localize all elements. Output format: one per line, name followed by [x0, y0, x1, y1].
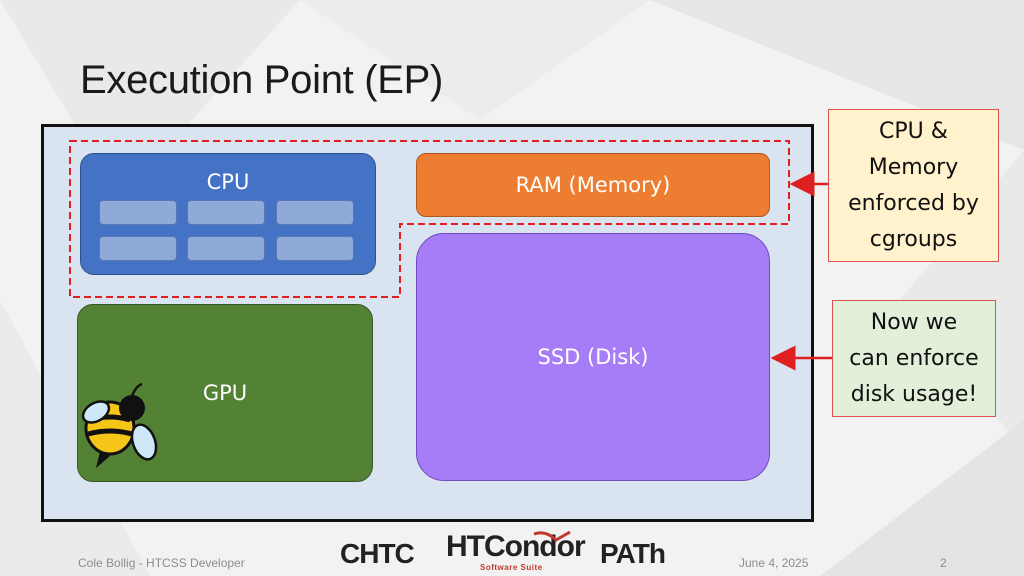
footer-presenter: Cole Bollig - HTCSS Developer — [78, 556, 245, 570]
cgroups-note: CPU & Memory enforced by cgroups — [828, 109, 999, 262]
cpu-block: CPU — [80, 153, 376, 275]
ram-block: RAM (Memory) — [416, 153, 770, 217]
ssd-block: SSD (Disk) — [416, 233, 770, 481]
cpu-core — [276, 236, 354, 261]
cpu-core — [276, 200, 354, 225]
path-logo: PATh — [600, 538, 666, 569]
chtc-logo: CHTC — [340, 538, 415, 569]
htcondor-logo-subtitle: Software Suite — [480, 563, 543, 572]
cpu-core — [99, 236, 177, 261]
cpu-core — [99, 200, 177, 225]
disk-enforce-note: Now we can enforce disk usage! — [832, 300, 996, 417]
htcondor-logo-mark — [533, 530, 571, 542]
footer-date: June 4, 2025 — [739, 556, 809, 570]
htcondor-logo: HTCondor Software Suite — [446, 530, 586, 572]
slide-title: Execution Point (EP) — [80, 58, 444, 102]
cpu-core — [187, 236, 265, 261]
cpu-label: CPU — [206, 170, 250, 194]
ram-label: RAM (Memory) — [515, 173, 671, 197]
ssd-label: SSD (Disk) — [537, 345, 649, 369]
gpu-label: GPU — [202, 381, 248, 405]
gpu-block: GPU — [77, 304, 373, 482]
page-number: 2 — [940, 556, 947, 570]
cpu-core — [187, 200, 265, 225]
